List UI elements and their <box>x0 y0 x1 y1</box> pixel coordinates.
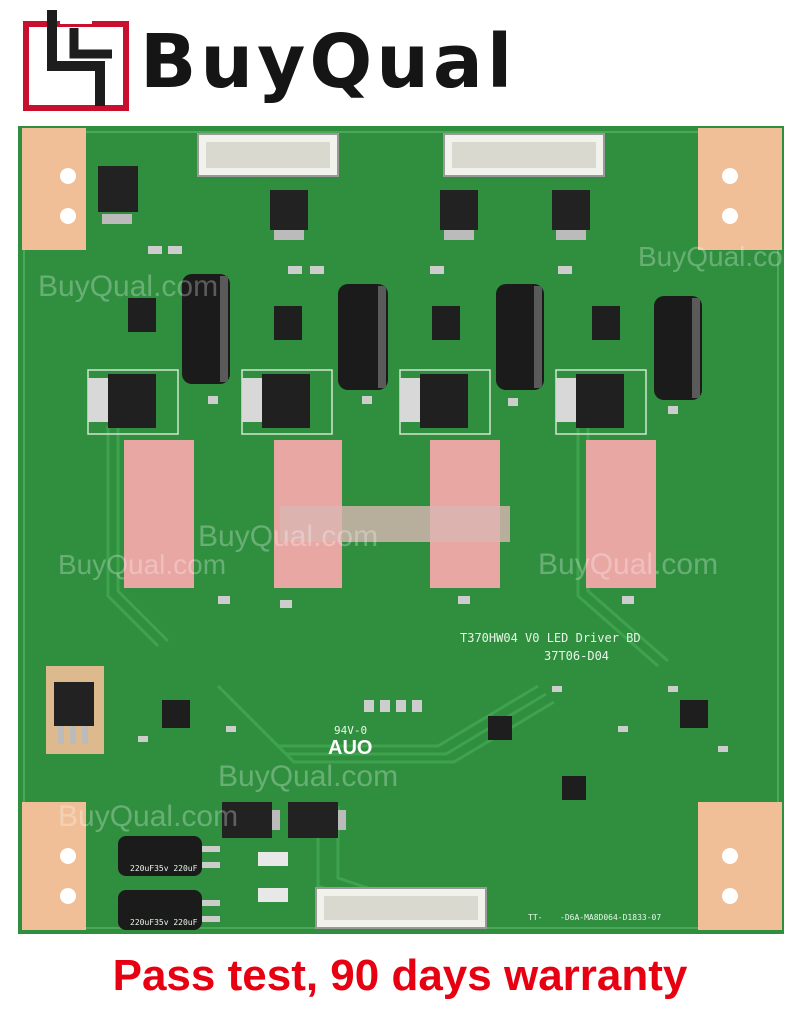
ul-mark: 94V-0 <box>334 724 367 737</box>
mounting-pads <box>22 128 782 930</box>
watermark-right: BuyQual.com <box>538 548 718 581</box>
watermark-bottom-center: BuyQual.com <box>218 760 398 793</box>
top-connectors <box>197 133 605 177</box>
header-banner: BuyQual <box>0 0 800 118</box>
bottom-capacitors <box>118 836 288 930</box>
smd-components <box>138 246 728 752</box>
watermark-left: BuyQual.com <box>58 549 226 580</box>
watermark-bottom-left: BuyQual.com <box>58 800 238 833</box>
bottom-code: TT- <box>528 913 542 922</box>
capacitor-label-2: 220uF35v 220uF <box>130 918 198 927</box>
controller-ics <box>162 700 708 800</box>
brand-name: BuyQual <box>140 19 517 105</box>
bottom-label: -D6A-MA8D064-D1833-07 <box>560 913 661 922</box>
bottom-mosfets <box>222 802 346 838</box>
watermark-left-top: BuyQual.com <box>38 270 218 303</box>
chip-logo-icon <box>23 10 129 111</box>
electrolytic-capacitors <box>182 274 702 400</box>
upper-mosfets <box>98 166 590 240</box>
watermark-center: BuyQual.com <box>198 520 378 553</box>
boost-ics <box>128 298 620 340</box>
capacitor-label-1: 220uF35v 220uF <box>130 864 198 873</box>
pcb-photo: T370HW04 V0 LED Driver BD 37T06-D04 AUO … <box>18 126 784 934</box>
left-regulator <box>46 666 104 754</box>
thermal-pads <box>124 440 656 588</box>
watermark-right-top: BuyQual.com <box>638 241 784 272</box>
board-silkscreen-code: 37T06-D04 <box>544 649 609 663</box>
warranty-banner: Pass test, 90 days warranty <box>112 951 688 1000</box>
pcb-board: T370HW04 V0 LED Driver BD 37T06-D04 AUO … <box>18 126 784 934</box>
power-transistors <box>87 369 647 435</box>
bottom-connector <box>315 887 487 929</box>
manufacturer-mark: AUO <box>328 737 372 759</box>
board-silkscreen-title: T370HW04 V0 LED Driver BD <box>460 631 641 645</box>
